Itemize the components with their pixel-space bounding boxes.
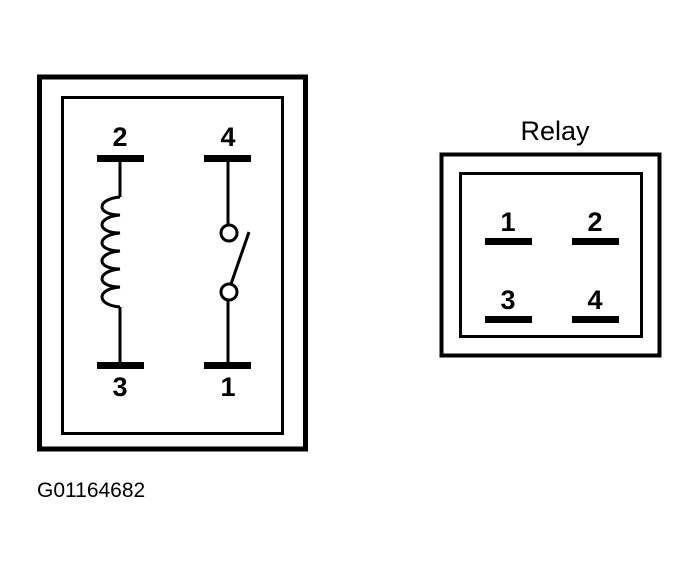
coil-circuit: 2 3 <box>97 122 144 402</box>
relay-pin-label-1: 1 <box>500 207 515 237</box>
terminal-bar-2 <box>97 155 144 162</box>
switch-lever <box>229 231 251 285</box>
switch-contact-lower <box>219 282 239 302</box>
relay-pin-label-2: 2 <box>587 207 602 237</box>
terminal-bar-3 <box>97 362 144 369</box>
pin-label-2: 2 <box>112 122 127 152</box>
terminal-bar-4 <box>204 155 251 162</box>
switch-circuit: 4 1 <box>204 122 251 402</box>
coil-symbol <box>100 195 121 309</box>
relay-terminal-bar-3 <box>485 316 532 323</box>
switch-contact-upper <box>219 223 239 243</box>
terminal-bar-1 <box>204 362 251 369</box>
relay-title: Relay <box>520 116 590 146</box>
relay-pin-label-3: 3 <box>500 285 515 315</box>
schematic-frame <box>37 74 308 452</box>
relay-terminal-bar-1 <box>485 238 532 245</box>
pin-label-4: 4 <box>220 122 235 152</box>
pin-label-3: 3 <box>112 372 127 402</box>
relay-connector: Relay 1 2 3 4 <box>439 116 662 358</box>
figure-id: G01164682 <box>37 479 145 502</box>
relay-pin-label-4: 4 <box>587 285 602 315</box>
relay-terminal-bar-4 <box>572 316 619 323</box>
relay-terminal-bar-2 <box>572 238 619 245</box>
pin-label-1: 1 <box>220 372 235 402</box>
